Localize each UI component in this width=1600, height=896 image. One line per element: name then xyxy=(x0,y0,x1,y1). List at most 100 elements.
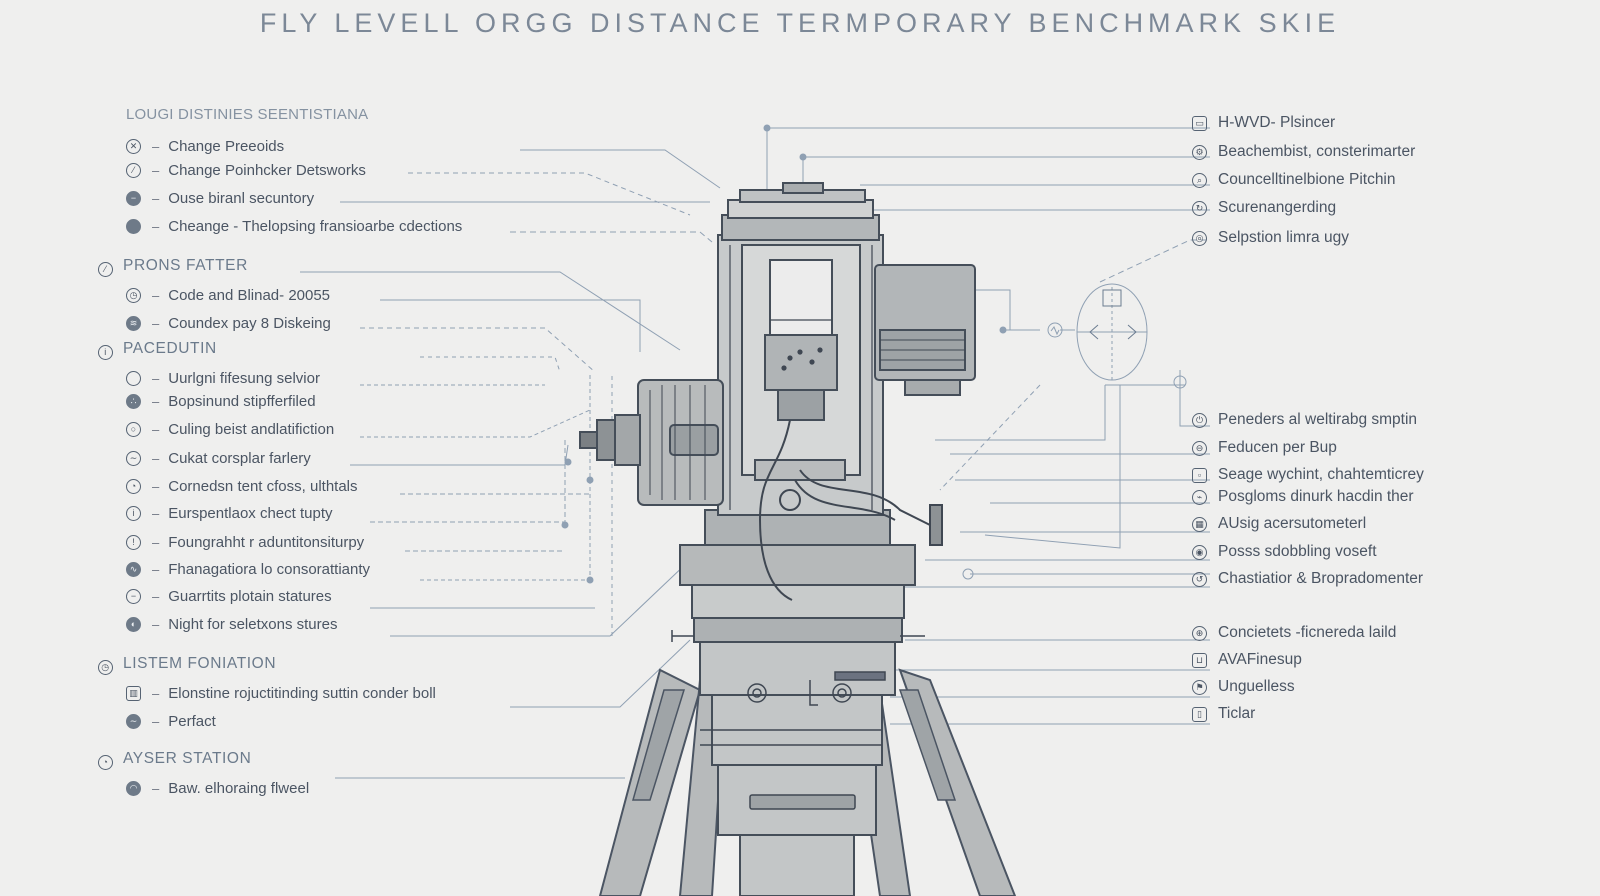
item-dash: – xyxy=(152,370,160,386)
dots-circle-icon: ∴ xyxy=(126,393,141,409)
callout-item-label: Selpstion limra ugy xyxy=(1218,229,1349,246)
item-dash: – xyxy=(152,287,160,303)
callout-item: ⚙ Beachembist, consterimarter xyxy=(1192,142,1415,162)
plug-icon: ⌁ xyxy=(1192,489,1207,505)
ruler-circle-icon: ⊖ xyxy=(1192,440,1207,456)
item-dash: – xyxy=(152,393,160,409)
callout-item-label: AVAFinesup xyxy=(1218,651,1302,668)
callout-item: ⊕ Concietets -ficnereda laild xyxy=(1192,623,1396,643)
dial-icon: ◉ xyxy=(1192,544,1207,560)
legend-item-label: Fhanagatiora lo consorattianty xyxy=(168,560,371,578)
item-dash: – xyxy=(152,450,160,466)
page-title: FLY LEVELL ORGG DISTANCE TERMPORARY BENC… xyxy=(259,8,1341,38)
info-circle-icon: i xyxy=(126,505,141,521)
legend-item: ⁄–Change Poinhcker Detsworks xyxy=(126,160,366,180)
legend-item-label: Cheange - Thelopsing fransioarbe cdectio… xyxy=(168,217,463,235)
legend-item: ○–Culing beist andlatifiction xyxy=(126,419,334,439)
legend-item-label: Cornedsn tent cfoss, ulthtals xyxy=(168,477,358,495)
cross-circle-icon: ✕ xyxy=(126,138,141,154)
filled-circle-icon xyxy=(126,218,141,234)
item-dash: – xyxy=(152,421,160,437)
bracket-icon: ⊔ xyxy=(1192,652,1207,668)
item-dash: – xyxy=(152,588,160,604)
callout-item: ⊖Feducen per Bup xyxy=(1192,438,1337,458)
gear-icon: ⚙ xyxy=(1192,144,1207,160)
callout-item: ↻Scurenangerding xyxy=(1192,198,1336,218)
legend-item-label: Eurspentlaox chect tupty xyxy=(168,504,333,522)
item-dash: – xyxy=(152,218,160,234)
document-icon: ▯ xyxy=(1192,706,1207,722)
callout-item-label: H-WVD- Plsincer xyxy=(1218,114,1336,131)
building-icon: ▥ xyxy=(126,685,141,701)
section-heading: ◔ AYSER STATION xyxy=(98,750,251,770)
legend-item-label: Bopsinund stipfferfiled xyxy=(168,392,316,410)
legend-item-label: Change Preeoids xyxy=(168,137,285,155)
item-dash: – xyxy=(152,505,160,521)
legend-item-label: Elonstine rojuctitinding suttin conder b… xyxy=(168,684,436,702)
callout-item-label: Unguelless xyxy=(1218,678,1295,695)
callout-item: ▦AUsig acersutometerl xyxy=(1192,514,1366,534)
callout-item: ▭H-WVD- Plsincer xyxy=(1192,113,1335,133)
legend-item: i–Eurspentlaox chect tupty xyxy=(126,503,333,523)
clock-icon: ◷ xyxy=(98,660,113,675)
flag-icon: ⚑ xyxy=(1192,679,1207,695)
legend-item-label: Baw. elhoraing flweel xyxy=(168,779,310,797)
legend-item: ◷–Code and Blinad- 20055 xyxy=(126,285,330,305)
legend-item-label: Uurlgni fifesung selvior xyxy=(168,369,320,387)
open-circle-icon xyxy=(126,370,141,386)
filled-minus-circle-icon: − xyxy=(126,190,141,206)
callout-item: ◎Selpstion limra ugy xyxy=(1192,228,1349,248)
callout-item-label: Peneders al weltirabg smptin xyxy=(1218,411,1418,428)
legend-item: ∼–Perfact xyxy=(126,711,216,731)
callout-item: ⌁Posgloms dinurk hacdin ther xyxy=(1192,487,1414,507)
section-heading-text: PACEDUTIN xyxy=(123,340,217,357)
item-dash: – xyxy=(152,534,160,550)
section-heading-text: AYSER STATION xyxy=(123,750,252,767)
legend-item: −–Ouse biranl secuntory xyxy=(126,188,314,208)
info-circle-icon: i xyxy=(98,345,113,360)
item-dash: – xyxy=(152,616,160,632)
legend-item: ◔–Cornedsn tent cfoss, ulthtals xyxy=(126,476,358,496)
item-dash: – xyxy=(152,478,160,494)
compass-needle-icon: ⁄ xyxy=(98,262,113,277)
legend-item-label: Ouse biranl secuntory xyxy=(168,189,315,207)
item-dash: – xyxy=(152,162,160,178)
stopwatch-icon: ◔ xyxy=(126,478,141,494)
legend-item-label: Culing beist andlatifiction xyxy=(168,420,335,438)
legend-item: !–Foungrahht r aduntitonsiturpy xyxy=(126,532,364,552)
section-heading: i PACEDUTIN xyxy=(98,340,217,360)
section-heading: ⁄ PRONS FATTER xyxy=(98,257,248,277)
filled-arc-icon: ◠ xyxy=(126,780,141,796)
legend-item-label: Code and Blinad- 20055 xyxy=(168,286,331,304)
callout-item: ⌕Councelltinelbione Pitchin xyxy=(1192,170,1396,190)
signal-circle-icon: ≋ xyxy=(126,315,141,331)
ring-icon: ○ xyxy=(126,421,141,437)
rotate-icon: ↺ xyxy=(1192,571,1207,587)
legend-item: ▥–Elonstine rojuctitinding suttin conder… xyxy=(126,683,436,703)
exclamation-circle-icon: ! xyxy=(126,534,141,550)
callout-item: ▫Seage wychint, chahtemticrey xyxy=(1192,465,1424,485)
item-dash: – xyxy=(152,713,160,729)
callout-item-label: AUsig acersutometerl xyxy=(1218,515,1367,532)
callout-item: ▯Ticlar xyxy=(1192,704,1255,724)
section-heading: ◷LISTEM FONIATION xyxy=(98,655,276,675)
crosshair-icon: ⊕ xyxy=(1192,625,1207,641)
compass-needle-icon: ⁄ xyxy=(126,162,141,178)
stopwatch-icon: ◔ xyxy=(98,755,113,770)
legend-item: –Cheange - Thelopsing fransioarbe cdecti… xyxy=(126,216,462,236)
callout-item-label: Councelltinelbione Pitchin xyxy=(1218,171,1396,188)
square-icon: ▫ xyxy=(1192,467,1207,483)
sync-icon: ↻ xyxy=(1192,200,1207,216)
wave-circle-icon: ∼ xyxy=(126,450,141,466)
item-dash: – xyxy=(152,780,160,796)
section-heading-text: PRONS FATTER xyxy=(123,257,248,274)
callout-item-label: Beachembist, consterimarter xyxy=(1218,143,1416,160)
power-icon: ⏻ xyxy=(1192,412,1207,428)
legend-item: ◠–Baw. elhoraing flweel xyxy=(126,778,309,798)
section-heading: LOUGI DISTINIES SEENTISTIANA xyxy=(126,106,369,123)
item-dash: – xyxy=(152,138,160,154)
minus-circle-icon: − xyxy=(126,588,141,604)
callout-item: ⏻ Peneders al weltirabg smptin xyxy=(1192,410,1417,430)
callout-item-label: Concietets -ficnereda laild xyxy=(1218,624,1397,641)
